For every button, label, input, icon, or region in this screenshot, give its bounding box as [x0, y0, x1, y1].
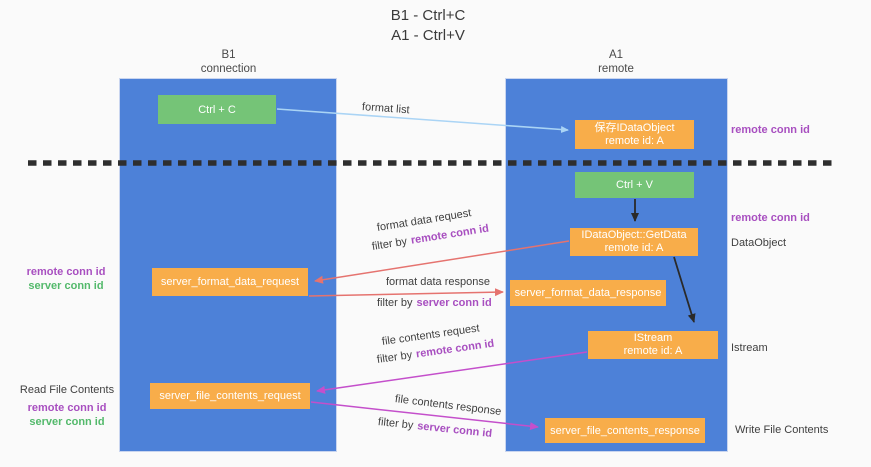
title-line-1: B1 - Ctrl+C — [390, 7, 466, 24]
node-save-idataobject: 保存IDataObject remote id: A — [575, 120, 694, 149]
node-server-file-contents-request-label: server_file_contents_request — [159, 390, 301, 402]
node-ctrl-v-label: Ctrl + V — [616, 179, 653, 191]
label-format-data-response: format data response — [386, 276, 490, 288]
filter-by-text: filter by — [377, 416, 414, 432]
server-conn-id-text: server conn id — [416, 420, 493, 440]
node-idataobject-getdata-line2: remote id: A — [604, 242, 664, 254]
lane-b1-name: B1 — [221, 49, 236, 61]
lane-b1-subtitle: connection — [200, 63, 257, 75]
label-file-contents-response: file contents response — [394, 393, 502, 418]
node-ctrl-c-label: Ctrl + C — [198, 103, 236, 116]
diagram-title: B1 - Ctrl+C A1 - Ctrl+V — [318, 6, 538, 46]
server-conn-id-label: server conn id — [28, 280, 104, 292]
filter-by-text: filter by — [377, 297, 413, 309]
remote-conn-id-label: remote conn id — [27, 402, 107, 414]
lane-header-a1: A1 remote — [505, 48, 727, 76]
node-save-idataobject-line1: 保存IDataObject — [594, 121, 675, 134]
node-istream: IStream remote id: A — [588, 331, 718, 359]
node-idataobject-getdata-line1: IDataObject::GetData — [581, 229, 687, 241]
right-istream-label: Istream — [731, 342, 768, 354]
server-conn-id-text: server conn id — [416, 297, 492, 309]
lane-header-b1: B1 connection — [120, 48, 337, 76]
node-save-idataobject-line2: remote id: A — [605, 134, 664, 147]
node-ctrl-v: Ctrl + V — [575, 172, 694, 198]
write-file-contents-label: Write File Contents — [735, 424, 829, 436]
node-server-format-data-request-label: server_format_data_request — [160, 276, 300, 288]
label-format-list: format list — [361, 101, 410, 117]
right-remote-conn-id-top: remote conn id — [731, 124, 810, 136]
node-idataobject-getdata: IDataObject::GetData remote id: A — [570, 228, 698, 256]
left-mid-conn-ids: remote conn id server conn id — [20, 265, 112, 293]
read-file-contents-label: Read File Contents — [19, 384, 115, 396]
node-server-file-contents-response-label: server_file_contents_response — [550, 424, 700, 437]
filter-by-text: filter by — [371, 235, 408, 253]
node-server-file-contents-response: server_file_contents_response — [545, 418, 705, 443]
arrow-format-data-response — [308, 288, 504, 297]
node-server-format-data-request: server_format_data_request — [152, 268, 308, 296]
node-server-file-contents-request: server_file_contents_request — [150, 383, 310, 409]
right-dataobject-label: DataObject — [731, 237, 787, 249]
server-conn-id-label: server conn id — [29, 416, 105, 428]
node-server-format-data-response-label: server_format_data_response — [514, 287, 662, 299]
lane-a1-subtitle: remote — [598, 63, 634, 75]
lane-a1-name: A1 — [608, 49, 624, 61]
node-ctrl-c: Ctrl + C — [158, 95, 276, 124]
left-bottom-read-block: Read File Contents remote conn id server… — [16, 383, 118, 429]
filter-by-text: filter by — [376, 349, 413, 366]
node-istream-line1: IStream — [633, 332, 673, 344]
remote-conn-id-label: remote conn id — [26, 266, 106, 278]
title-line-2: A1 - Ctrl+V — [391, 27, 465, 44]
node-istream-line2: remote id: A — [623, 345, 683, 357]
node-server-format-data-response: server_format_data_response — [510, 280, 666, 306]
right-remote-conn-id-mid: remote conn id — [731, 212, 810, 224]
